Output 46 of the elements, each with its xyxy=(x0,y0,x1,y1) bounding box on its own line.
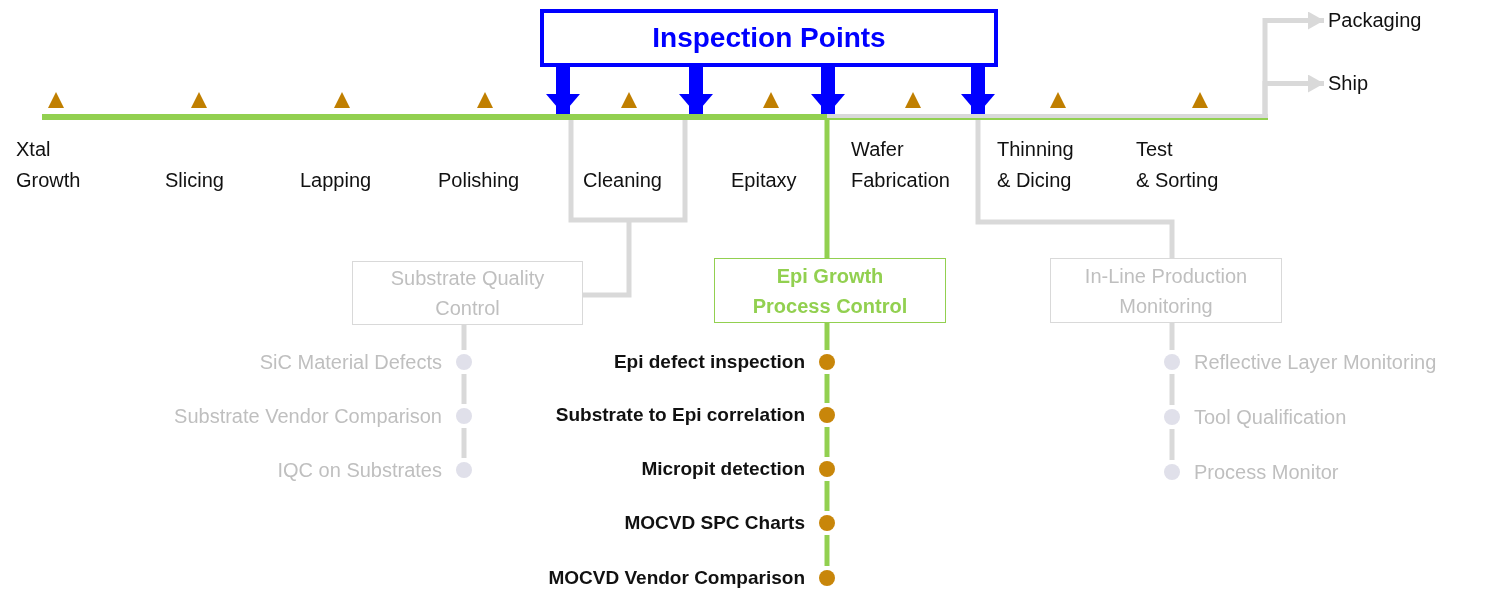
item-label: MOCVD Vendor Comparison xyxy=(548,567,805,589)
arrow xyxy=(546,67,580,114)
item-label: Epi defect inspection xyxy=(613,351,805,373)
step-label: Packaging xyxy=(1328,5,1422,36)
connector-line xyxy=(1169,323,1175,350)
process-box: Epi Growth Process Control xyxy=(714,258,946,323)
item-label: SiC Material Defects xyxy=(259,350,442,374)
connector-line xyxy=(824,374,830,403)
step-label: Thinning & Dicing xyxy=(997,134,1074,196)
timeline-bar xyxy=(42,114,1268,120)
item-label: Substrate to Epi correlation xyxy=(555,404,805,426)
connector-line xyxy=(975,120,1175,258)
arrow xyxy=(961,67,995,114)
step-label: Polishing xyxy=(438,165,520,196)
arrow xyxy=(679,67,713,114)
item-label: Process Monitor xyxy=(1194,460,1339,484)
step-label: Cleaning xyxy=(583,165,662,196)
connector-line xyxy=(824,481,830,511)
step-label: Ship xyxy=(1328,68,1369,99)
title-box: Inspection Points xyxy=(540,9,998,67)
step-label: Lapping xyxy=(300,165,372,196)
step-label: Test & Sorting xyxy=(1136,134,1219,196)
arrow xyxy=(1262,74,1324,114)
item-label: Substrate Vendor Comparison xyxy=(174,404,442,428)
process-box: Substrate Quality Control xyxy=(352,261,583,325)
item-label: Reflective Layer Monitoring xyxy=(1194,350,1437,374)
connector-line xyxy=(824,427,830,457)
connector-line xyxy=(1169,429,1175,460)
item-label: IQC on Substrates xyxy=(277,458,442,482)
connector-line xyxy=(824,535,830,566)
step-label: Slicing xyxy=(165,165,224,196)
step-label: Xtal Growth xyxy=(16,134,81,196)
item-label: Micropit detection xyxy=(641,458,805,480)
item-label: Tool Qualification xyxy=(1194,405,1347,429)
connector-line xyxy=(824,120,830,258)
arrow xyxy=(811,67,845,114)
connector-line xyxy=(461,374,467,404)
connector-line xyxy=(824,323,830,350)
step-label: Wafer Fabrication xyxy=(851,134,950,196)
connector-line xyxy=(568,117,688,298)
step-label: Epitaxy xyxy=(731,165,797,196)
connector-line xyxy=(1169,374,1175,405)
process-box: In-Line Production Monitoring xyxy=(1050,258,1282,323)
connector-line xyxy=(461,428,467,458)
item-label: MOCVD SPC Charts xyxy=(624,512,805,534)
connector-line xyxy=(461,325,467,350)
